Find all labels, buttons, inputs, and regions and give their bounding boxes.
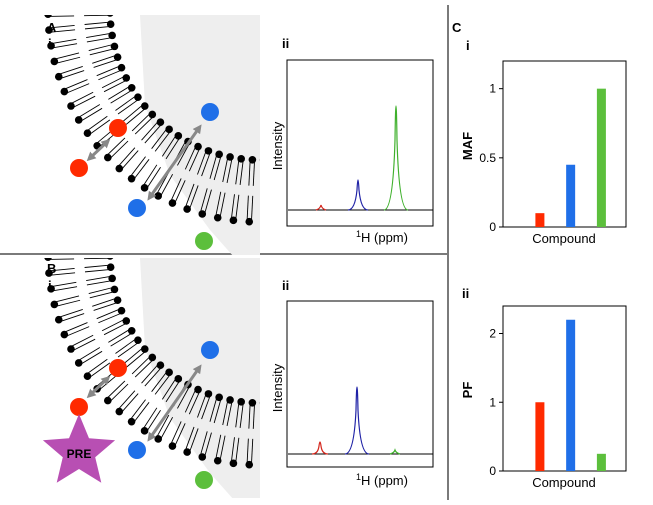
y-tick-label: 0: [489, 220, 496, 234]
y-tick-label: 0.5: [479, 151, 496, 165]
membrane-a: [44, 15, 260, 255]
chart-pf-ylabel: PF: [460, 382, 475, 399]
spectrum-a-ylabel: Intensity: [270, 121, 285, 170]
bar-blue: [566, 164, 576, 227]
chart-pf-xlabel: Compound: [532, 475, 596, 490]
spectrum-a-peak-red: [315, 204, 327, 211]
arrow-red-a: [86, 138, 111, 162]
blue-molecule-outside-a: [128, 199, 146, 217]
y-tick-label: 1: [489, 82, 496, 96]
blue-molecule-outside-b: [128, 441, 146, 459]
spectrum-b-peak-green: [389, 448, 401, 455]
bar-chart-pf: 0 1 2 Compound PF: [460, 305, 627, 490]
chart-maf-xlabel: Compound: [532, 231, 596, 246]
spectrum-b-xlabel: 1H (ppm): [356, 472, 408, 488]
chart-maf-ylabel: MAF: [460, 132, 475, 160]
pre-star-icon: [42, 414, 116, 483]
bar-chart-maf: 0 0.5 1 Compound MAF: [460, 60, 627, 246]
spectrum-a: Intensity 1H (ppm): [270, 59, 434, 245]
blue-molecule-inside-a: [201, 103, 219, 121]
panel-a-ii-label: ii: [282, 36, 289, 51]
arrow-blue-b: [147, 364, 202, 442]
bar-blue: [566, 319, 576, 471]
bar-green: [596, 88, 606, 228]
spectrum-b: Intensity 1H (ppm): [270, 300, 434, 488]
green-molecule-b: [195, 471, 213, 489]
green-molecule-a: [195, 232, 213, 250]
red-molecule-outside-b: [70, 398, 88, 416]
y-tick-label: 2: [489, 327, 496, 341]
y-tick-label: 0: [489, 464, 496, 478]
bar-red: [535, 402, 545, 471]
panel-b-ii-label: ii: [282, 278, 289, 293]
spectrum-a-peak-green: [383, 105, 409, 211]
arrow-blue-a: [147, 124, 202, 201]
spectrum-a-peak-blue: [347, 179, 369, 211]
spectrum-a-xlabel: 1H (ppm): [356, 229, 408, 245]
bar-red: [535, 213, 545, 227]
red-molecule-in-membrane-b: [109, 359, 127, 377]
panel-c-ii-label: ii: [462, 286, 469, 301]
spectrum-b-peak-blue: [344, 386, 370, 455]
spectrum-b-ylabel: Intensity: [270, 363, 285, 412]
pre-label: PRE: [67, 447, 92, 461]
red-molecule-outside-a: [70, 159, 88, 177]
panel-label-b: B: [47, 261, 56, 276]
spectrum-b-peak-red: [311, 441, 329, 455]
blue-molecule-inside-b: [201, 341, 219, 359]
panel-label-c: C: [452, 20, 462, 35]
bar-green: [596, 453, 606, 471]
y-tick-label: 1: [489, 395, 496, 409]
panel-c-i-label: i: [466, 38, 470, 53]
red-molecule-in-membrane-a: [109, 119, 127, 137]
arrow-red-b: [86, 375, 111, 399]
